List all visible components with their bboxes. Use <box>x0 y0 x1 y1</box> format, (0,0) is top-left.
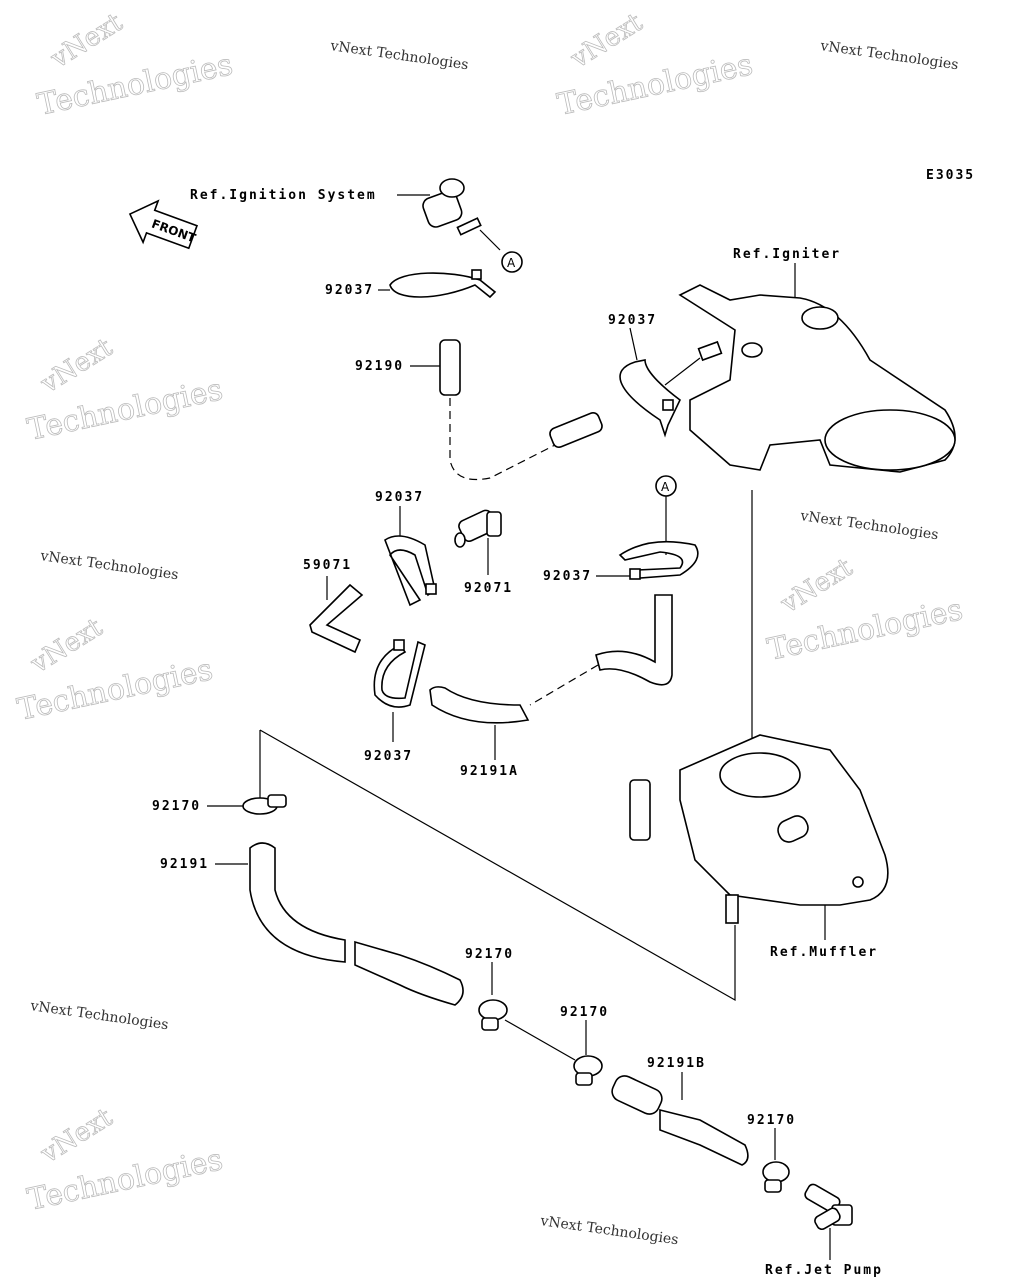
label-ref-jet-pump: Ref.Jet Pump <box>765 1263 883 1278</box>
svg-text:vNext Technologies: vNext Technologies <box>798 508 939 543</box>
svg-text:vNext: vNext <box>35 1102 118 1170</box>
svg-text:A: A <box>507 256 516 270</box>
svg-text:vNext Technologies: vNext Technologies <box>28 998 169 1033</box>
svg-text:vNext: vNext <box>565 7 648 75</box>
front-arrow-icon: FRONT <box>128 199 198 250</box>
svg-text:vNext Technologies: vNext Technologies <box>538 1213 679 1248</box>
igniter-housing <box>664 284 956 473</box>
label-59071: 59071 <box>303 558 352 573</box>
svg-text:vNext: vNext <box>35 332 118 400</box>
label-92071: 92071 <box>464 581 513 596</box>
svg-text:vNext Technologies: vNext Technologies <box>818 38 959 73</box>
label-ref-muffler: Ref.Muffler <box>770 945 878 960</box>
callout-a: A A <box>501 251 677 497</box>
label-92190: 92190 <box>355 359 404 374</box>
label-ref-igniter: Ref.Igniter <box>733 247 841 262</box>
svg-text:vNext: vNext <box>45 7 128 75</box>
label-92170: 92170 <box>747 1113 796 1128</box>
jet-pump-fitting <box>804 1183 853 1231</box>
label-92191b: 92191B <box>647 1056 706 1071</box>
label-92170: 92170 <box>465 947 514 962</box>
label-92170: 92170 <box>560 1005 609 1020</box>
svg-text:vNext Technologies: vNext Technologies <box>38 548 179 583</box>
label-92037: 92037 <box>543 569 592 584</box>
ignition-connector <box>422 178 501 251</box>
part-92071 <box>454 509 502 548</box>
label-92037: 92037 <box>608 313 657 328</box>
label-92037: 92037 <box>325 283 374 298</box>
label-92037: 92037 <box>375 490 424 505</box>
label-92191a: 92191A <box>460 764 519 779</box>
diagram-code: E3035 <box>926 168 975 183</box>
label-92170: 92170 <box>152 799 201 814</box>
svg-text:A: A <box>661 480 670 494</box>
svg-text:vNext: vNext <box>25 612 108 680</box>
label-92037: 92037 <box>364 749 413 764</box>
muffler <box>629 734 889 924</box>
label-92191: 92191 <box>160 857 209 872</box>
label-ref-ignition: Ref.Ignition System <box>190 188 377 203</box>
svg-text:vNext Technologies: vNext Technologies <box>328 38 469 73</box>
svg-text:vNext: vNext <box>775 552 858 620</box>
